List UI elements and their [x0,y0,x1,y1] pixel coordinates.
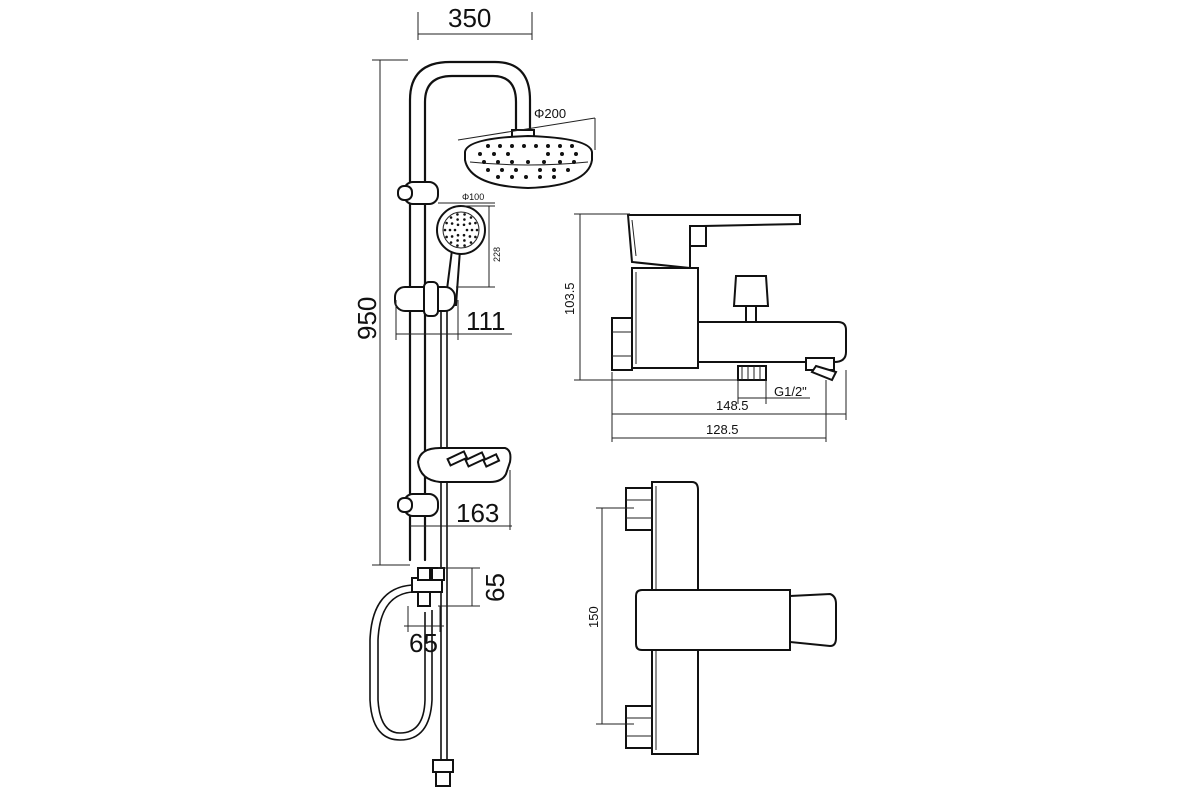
nozzle-dot [510,160,514,164]
hand-nozzle-dot [468,235,472,238]
hand-nozzle-dot [463,218,466,221]
nozzle-dot [572,160,576,164]
nozzle-dot [546,152,550,156]
nozzle-dot [566,168,570,172]
wall-bracket-lower-icon [397,493,439,517]
hand-nozzle-dot [465,228,469,232]
nozzle-dot [486,144,490,148]
hand-nozzle-dot [456,218,459,221]
hand-nozzle-dot [453,228,457,232]
nozzle-dot [510,144,514,148]
head-shower-icon [464,129,593,190]
hand-nozzle-dot [462,223,466,227]
hand-nozzle-dot [443,228,447,232]
mixer-front-dimensions: 150 [586,507,634,725]
hand-nozzle-dot [462,233,466,237]
nozzle-dot [500,168,504,172]
nozzle-dot [558,160,562,164]
dim-g12: G1/2" [774,384,807,399]
hand-nozzle-dot [456,213,459,216]
hand-nozzle-dot [470,228,474,232]
hand-nozzle-dot [463,213,466,216]
hand-nozzle-dot [448,228,452,232]
hand-nozzle-dot [469,216,473,219]
shower-hose-loop [369,584,433,741]
nozzle-dot [552,168,556,172]
nozzle-dot [496,160,500,164]
nozzle-dot [560,152,564,156]
nozzle-dot [522,144,526,148]
hand-nozzle-dot [463,244,466,247]
hand-nozzle-dot [445,221,448,225]
hand-nozzle-dot [449,216,453,219]
slider-bracket-icon [394,281,456,317]
dim-148-5: 148.5 [716,398,749,413]
wall-bracket-upper-icon [397,181,439,205]
nozzle-dot [526,160,530,164]
nozzle-dot [492,152,496,156]
hand-nozzle-dot [475,228,479,232]
hand-nozzle-dot [450,222,454,225]
shower-column [369,60,593,787]
hand-nozzle-dot [463,239,466,242]
dim-65-horizontal: 65 [409,628,438,658]
hand-nozzle-dot [450,235,454,238]
hand-nozzle-dot [474,221,477,225]
nozzle-dot [510,175,514,179]
hand-nozzle-dot [469,241,473,244]
nozzle-dot [482,160,486,164]
soap-dish-icon [416,447,512,483]
nozzle-dot [514,168,518,172]
dim-150: 150 [586,606,601,628]
mixer-front-view [625,481,837,755]
dim-65-vertical: 65 [480,573,510,602]
nozzle-dot [552,175,556,179]
mixer-side-dimensions: 103.5 G1/2" 148.5 128.5 [562,213,847,442]
mixer-side-view [611,214,847,382]
hand-nozzle-dot [456,233,460,237]
shower-dimensions: 350 950 Φ200 Φ100 228 111 163 65 [352,3,596,658]
dim-228: 228 [492,247,502,262]
hand-nozzle-dot [456,239,459,242]
hand-nozzle-dot [449,241,453,244]
nozzle-dot [496,175,500,179]
diverter-icon [411,567,445,607]
hand-nozzle-dot [445,235,448,239]
hand-nozzle-dot [468,222,472,225]
nozzle-dot [542,160,546,164]
nozzle-dot [478,152,482,156]
nozzle-dot [524,175,528,179]
dim-103-5: 103.5 [562,282,577,315]
nozzle-dot [506,152,510,156]
dim-111: 111 [466,306,506,336]
dim-163: 163 [456,498,499,528]
hose-end-icon [432,759,454,773]
dim-phi200: Φ200 [534,106,566,121]
hand-nozzle-dot [456,244,459,247]
hand-nozzle-dot [456,223,460,227]
dim-128-5: 128.5 [706,422,739,437]
nozzle-dot [538,175,542,179]
nozzle-dot [498,144,502,148]
nozzle-dot [574,152,578,156]
nozzle-dot [546,144,550,148]
nozzle-dot [486,168,490,172]
dim-phi100: Φ100 [462,192,484,202]
dim-950: 950 [352,297,382,340]
nozzle-dot [534,144,538,148]
nozzle-dot [558,144,562,148]
nozzle-dot [538,168,542,172]
nozzle-dot [570,144,574,148]
hand-nozzle-dot [474,235,477,239]
dim-350: 350 [448,3,491,33]
